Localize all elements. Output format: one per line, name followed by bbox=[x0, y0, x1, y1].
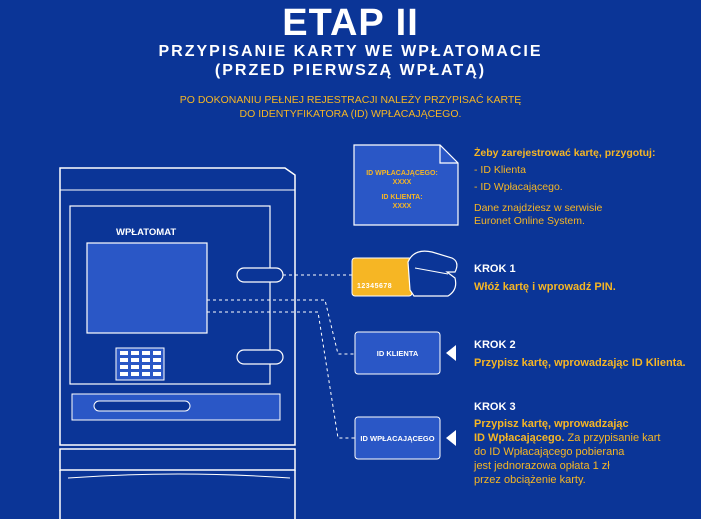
prepare-item-2: - ID Wpłacającego. bbox=[474, 181, 563, 193]
atm-screen bbox=[86, 242, 208, 334]
page-subtitle-line1: PRZYPISANIE KARTY WE WPŁATOMACIE bbox=[158, 43, 543, 60]
document-line3: ID KLIENTA: bbox=[381, 194, 423, 201]
atm-keypad bbox=[115, 347, 165, 381]
prepare-item-1: - ID Klienta bbox=[474, 164, 526, 176]
atm-card-slot bbox=[236, 267, 284, 283]
card-with-hand bbox=[351, 250, 458, 297]
card-number: 12345678 bbox=[357, 283, 393, 290]
prepare-note-line1: Dane znajdziesz w serwisie bbox=[474, 202, 603, 214]
step3-arrow-icon bbox=[446, 430, 456, 446]
step1-text: Włóż kartę i wprowadź PIN. bbox=[474, 281, 616, 293]
step3-text-line2: ID Wpłacającego. Za przypisanie kart bbox=[474, 431, 660, 445]
step2-box bbox=[354, 331, 441, 375]
step3-text-line1: Przypisz kartę, wprowadzając bbox=[474, 418, 629, 430]
document-line1: ID WPŁACAJĄCEGO: bbox=[366, 170, 438, 177]
connector-lines bbox=[207, 274, 355, 439]
atm-base bbox=[59, 448, 296, 471]
prepare-note-line2: Euronet Online System. bbox=[474, 215, 585, 227]
step2-box-label: ID KLIENTA bbox=[376, 349, 419, 358]
step1-heading: KROK 1 bbox=[474, 263, 516, 275]
atm-label: WPŁATOMAT bbox=[116, 227, 177, 238]
atm-receipt-slot bbox=[236, 349, 284, 365]
step3-box-label: ID WPŁACAJĄCEGO bbox=[360, 434, 435, 443]
prepare-heading: Żeby zarejestrować kartę, przygotuj: bbox=[474, 147, 656, 159]
intro-text-line2: DO IDENTYFIKATORA (ID) WPŁACAJĄCEGO. bbox=[239, 108, 462, 120]
step3-text-rest: Za przypisanie kart bbox=[564, 432, 661, 444]
page-subtitle-line2: (PRZED PIERWSZĄ WPŁATĄ) bbox=[214, 62, 487, 79]
page-title: ETAP II bbox=[282, 2, 419, 44]
document-shape bbox=[353, 144, 459, 226]
step3-text-line5: przez obciążenie karty. bbox=[474, 474, 586, 486]
intro-text-line1: PO DOKONANIU PEŁNEJ REJESTRACJI NALEŻY P… bbox=[179, 94, 522, 106]
step3-text-line4: jest jednorazowa opłata 1 zł bbox=[474, 460, 610, 472]
step3-text-bold: ID Wpłacającego. bbox=[474, 432, 565, 444]
step3-heading: KROK 3 bbox=[474, 401, 516, 413]
step2-arrow-icon bbox=[446, 345, 456, 361]
step2-text: Przypisz kartę, wprowadzając ID Klienta. bbox=[474, 357, 686, 369]
document-line2: XXXX bbox=[392, 179, 412, 186]
step3-text-line3: do ID Wpłacającego pobierana bbox=[474, 446, 625, 458]
document-line4: XXXX bbox=[392, 203, 412, 210]
step3-box bbox=[354, 416, 441, 460]
step2-heading: KROK 2 bbox=[474, 339, 516, 351]
